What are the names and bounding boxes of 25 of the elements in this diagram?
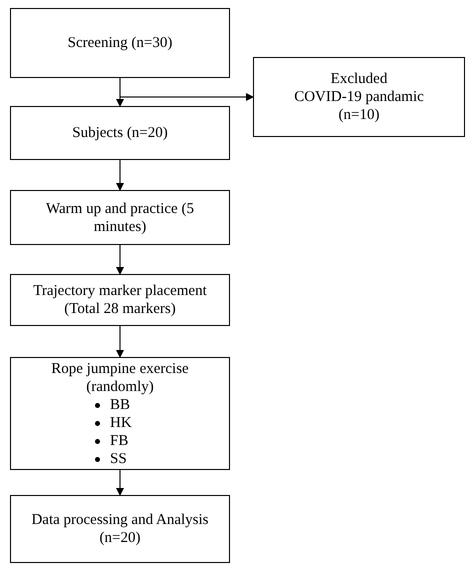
box-text: Trajectory marker placement (Total 28 markers) (32, 282, 208, 318)
box-text: Warm up and practice (5 minutes) (45, 200, 195, 236)
list-item-text: BB (110, 396, 130, 412)
box-text: Excluded (330, 70, 388, 88)
box-text: Data processing and Analysis (n=20) (30, 511, 210, 547)
box-text: (n=10) (338, 106, 380, 124)
process-box (10, 495, 230, 563)
box-text: Subjects (n=20) (72, 124, 168, 142)
process-box (10, 190, 230, 245)
list-item-text: HK (110, 414, 132, 430)
box-text: Rope jumpine exercise (randomly) (50, 360, 190, 396)
box-text: Screening (n=30) (68, 34, 172, 52)
arrow (116, 470, 124, 496)
process-box (10, 357, 230, 470)
process-box (10, 274, 230, 326)
arrow (116, 244, 124, 275)
list-item-text: FB (110, 432, 128, 448)
process-box (253, 57, 465, 137)
list-item-text: SS (110, 450, 127, 466)
arrow (116, 326, 124, 358)
arrow (116, 160, 124, 191)
box-text: COVID-19 pandamic (294, 88, 424, 106)
process-box (10, 8, 230, 78)
arrow (120, 78, 254, 101)
process-box (10, 106, 230, 160)
